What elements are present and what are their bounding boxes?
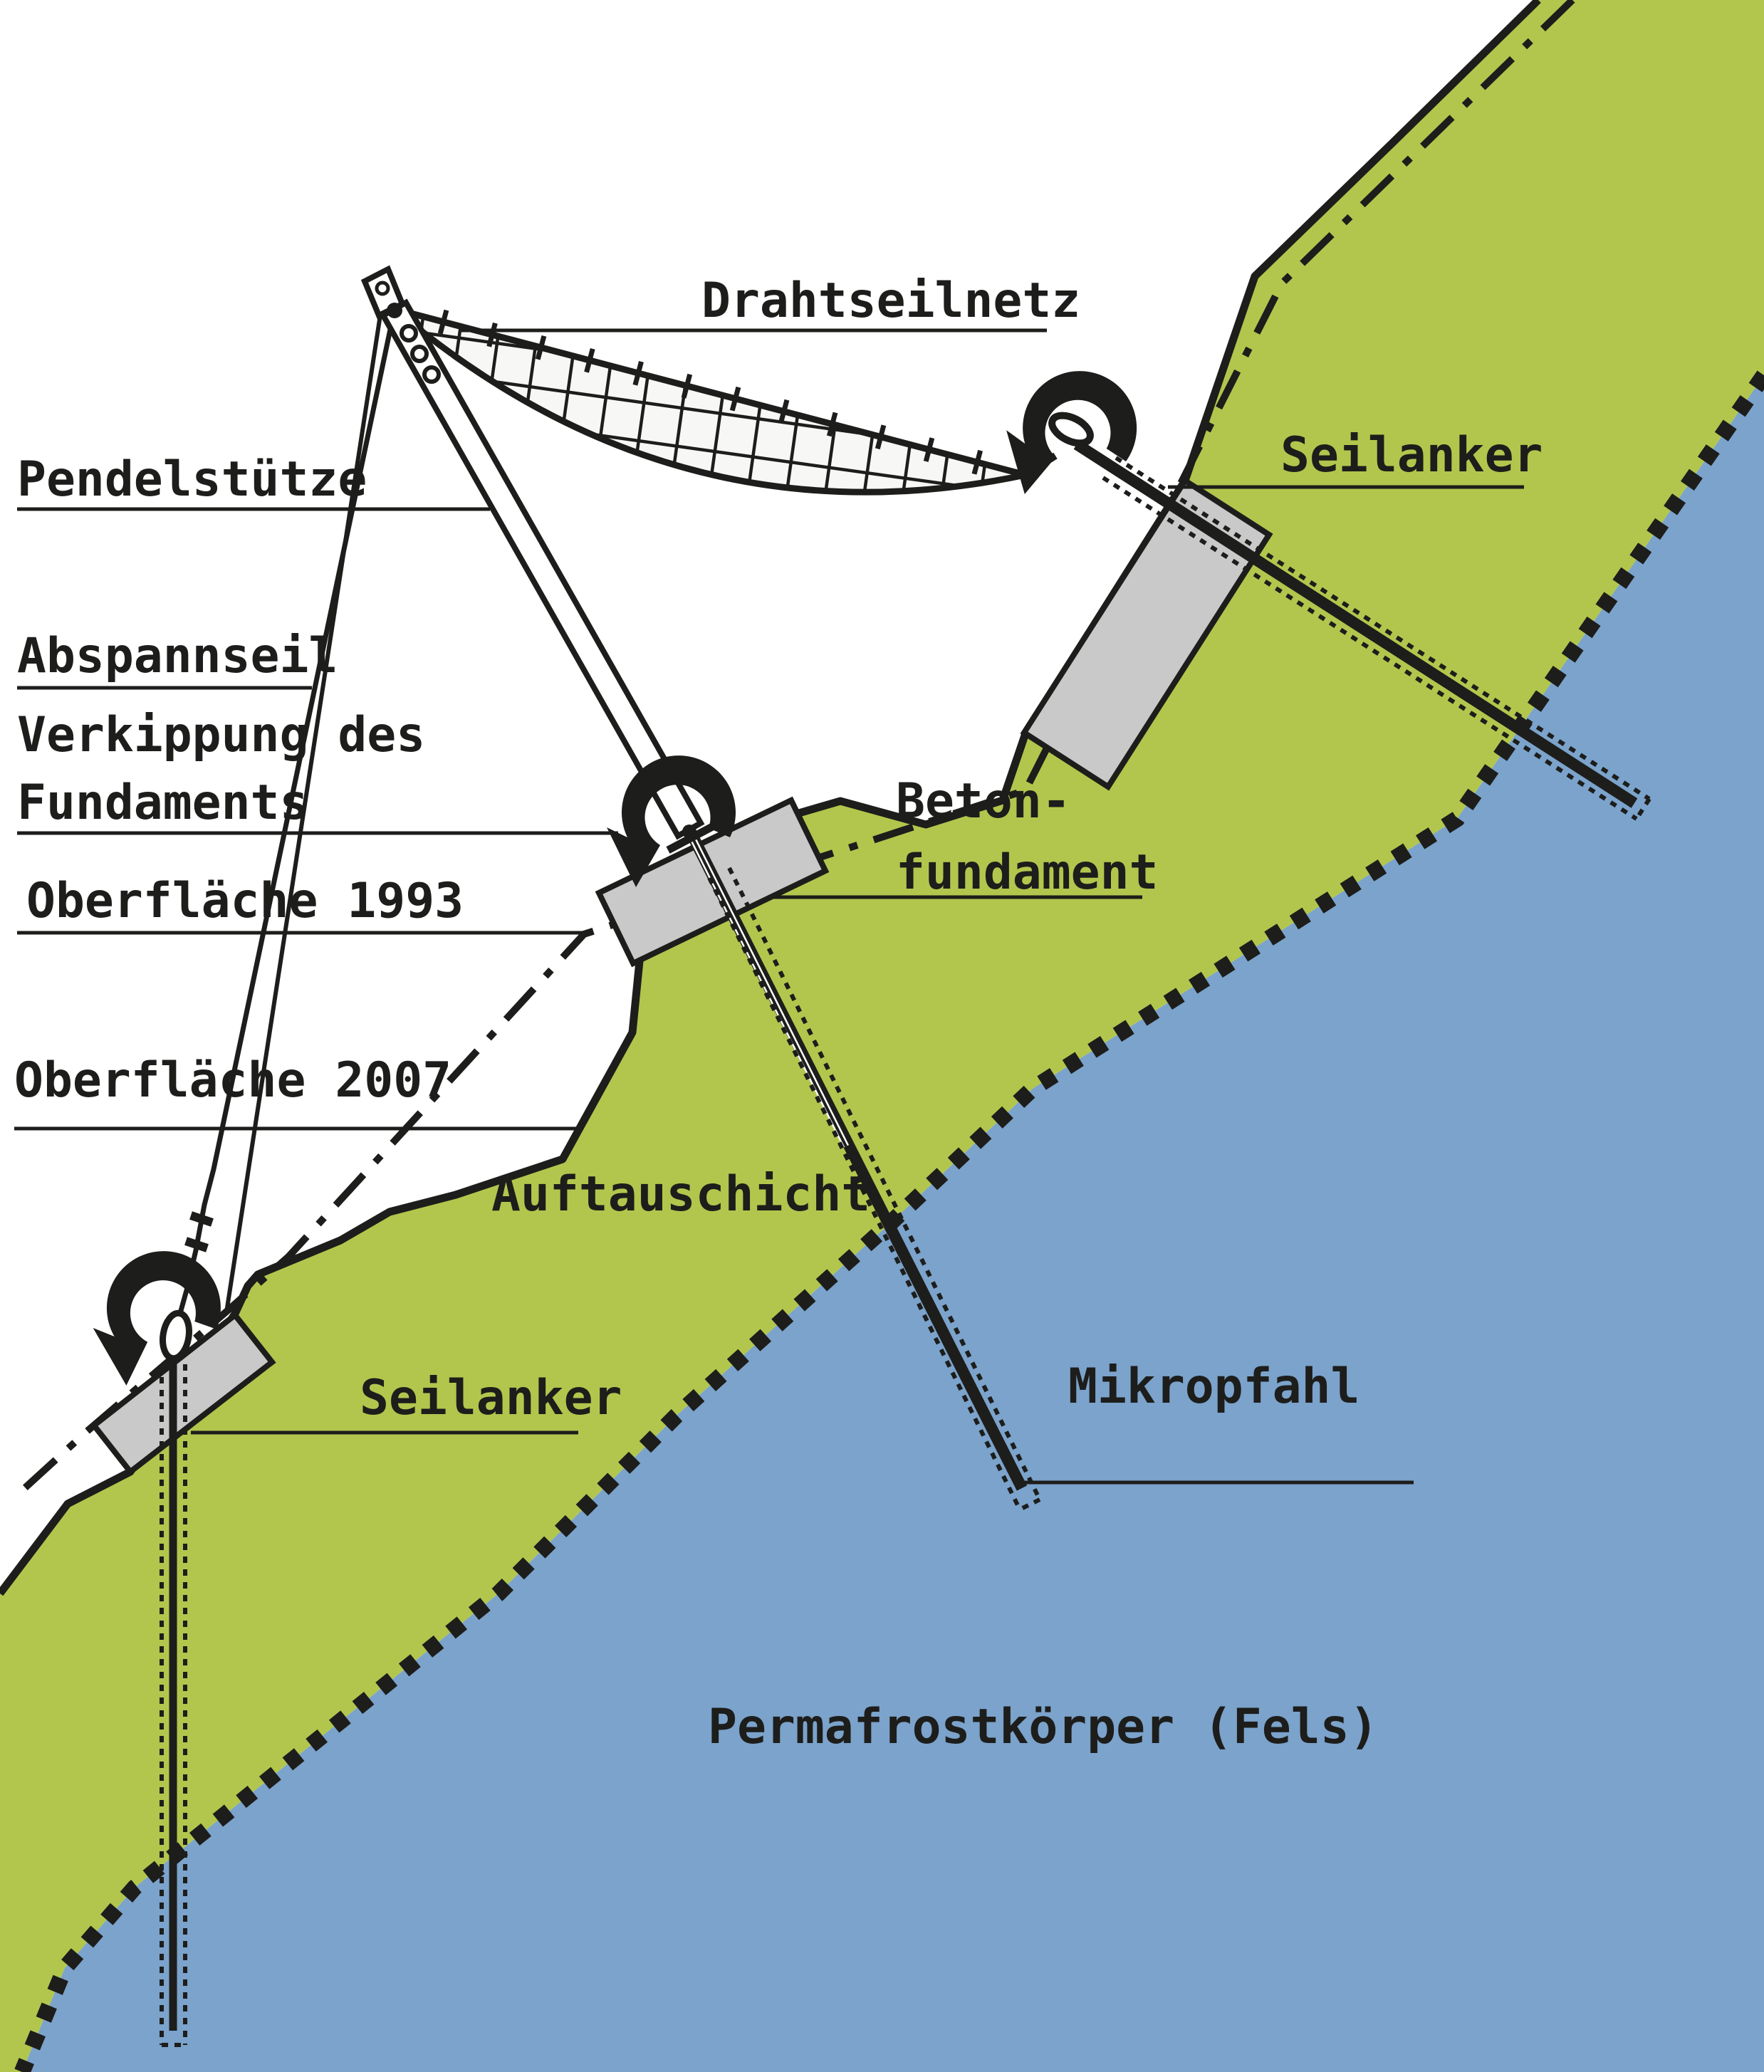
label-seilanker-unten: Seilanker [360,1370,622,1426]
post-top-plate-hole [375,281,390,296]
label-verkippung-line2: Fundaments [17,775,308,831]
micropile-core [692,839,847,1147]
turnbuckle-bar-2 [184,1237,209,1252]
upper-anchor-casing-cap [1634,797,1651,820]
label-mikropfahl: Mikropfahl [1068,1359,1359,1415]
upper-anchor-eye [1048,412,1094,447]
label-verkippung-line1: Verkippung des [17,707,425,763]
guy-cable-abspannseil [177,308,397,1317]
net-tick [486,322,498,347]
upper-anchor-casing-dotted-bottom [1102,476,1638,821]
upper-anchor-rod [1073,439,1638,808]
net-tick [681,373,693,399]
post-hole-1 [400,324,418,342]
net-tick [584,348,595,373]
micropile-casing-cap [1018,1497,1041,1512]
net-tick [778,399,790,424]
micropile-casing-dotted-left [707,877,1022,1511]
net-tick [826,412,838,437]
post-hole-3 [422,365,441,384]
label-abspannseil: Abspannseil [17,628,338,684]
label-betonfundament-line2: fundament [896,844,1158,901]
post-pivot-bottom [682,825,696,839]
net-tick [923,437,935,462]
net-tick [875,424,887,450]
label-oberflaeche-1993: Oberfläche 1993 [26,873,464,929]
label-betonfundament-line1: Beton- [896,773,1071,830]
net-tick [632,361,644,386]
label-pendelstuetze: Pendelstütze [17,451,367,508]
permafrost-boundary-dotted-line [14,370,1764,2072]
net-tick [535,335,547,360]
net-tick [729,386,741,412]
label-oberflaeche-2007: Oberfläche 2007 [14,1052,452,1109]
stay-cable-to-plate [224,310,383,1313]
label-drahtseilnetz: Drahtseilnetz [701,273,1080,329]
lower-anchor-eye [160,1309,192,1362]
net-tick [437,309,449,335]
net-tick [971,449,983,475]
upper-anchor-casing-dotted-top [1115,456,1651,801]
upper-anchor-plate [1020,476,1273,791]
turnbuckle-bar-1 [189,1211,214,1227]
label-permafrostkoerper: Permafrostkörper (Fels) [708,1699,1379,1755]
label-seilanker-oben: Seilanker [1280,427,1543,483]
micropile-casing-dotted-right [727,867,1042,1501]
net-ticks [437,309,983,475]
post-pivot-top [387,303,402,318]
post-hole-2 [410,345,429,363]
label-auftauschicht: Auftauschicht [491,1166,870,1223]
